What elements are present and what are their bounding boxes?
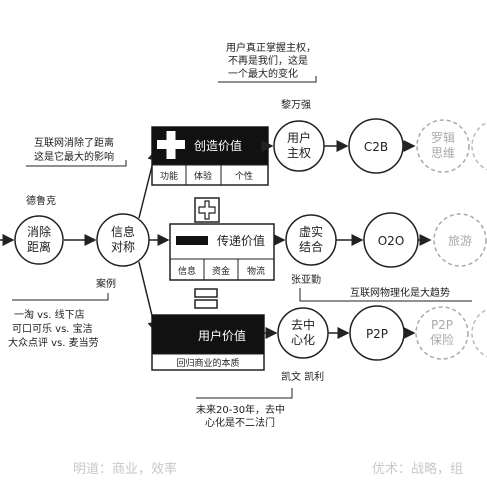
node-eliminate-label-1: 消除 [27,224,51,239]
create-cell-3: 个性 [235,170,253,182]
case-label: 案例 [96,277,116,290]
node-c2b[interactable]: C2B [348,118,404,174]
node-ins-label-1: P2P [431,318,453,332]
node-info-label-1: 信息 [111,224,135,239]
node-decentral-label-2: 心化 [291,333,315,347]
top-quote-line-3: 一个最大的变化 [228,67,298,80]
node-logic-thinking[interactable]: 罗辑 思维 [416,119,470,173]
top-quote-line-1: 用户真正掌握主权， [226,41,316,54]
node-info-symmetry[interactable]: 信息 对称 [96,213,150,267]
plus-icon [157,131,185,159]
left-quote-bracket [26,160,127,167]
case-line-1: 一淘 vs. 线下店 [14,308,85,321]
box-create-value[interactable]: 创造价值 功能 体验 个性 [151,126,269,186]
node-travel[interactable]: 旅游 [433,213,487,267]
node-c2b-label: C2B [364,140,388,154]
bottom-quote-line-2: 心化是不二法门 [205,416,275,429]
bottom-quote-bracket [196,388,293,399]
left-author: 德鲁克 [26,194,56,207]
node-o2o[interactable]: O2O [363,212,419,268]
node-travel-label: 旅游 [448,234,472,248]
top-quote-line-2: 不再是我们，这是 [228,54,308,67]
cases-bracket [12,293,109,301]
cases-annotation: 案例 一淘 vs. 线下店 可口可乐 vs. 宝洁 大众点评 vs. 麦当劳 [8,277,116,349]
bottom-quote-line-1: 未来20-30年，去中 [196,403,285,416]
case-line-3: 大众点评 vs. 麦当劳 [8,336,99,349]
transfer-title: 传递价值 [217,233,265,248]
node-p2p-insurance[interactable]: P2P 保险 [415,306,469,360]
create-cell-1: 功能 [160,170,178,182]
node-virtual-label-2: 结合 [299,239,323,254]
node-offscreen-1 [471,121,487,171]
plus-operator-icon [194,197,220,223]
top-quote-bracket [218,76,317,83]
box-user-value[interactable]: 用户价值 回归商业的本质 [151,314,265,371]
user-title: 用户价值 [198,328,246,343]
transfer-cell-2: 资金 [212,265,230,277]
node-logic-label-2: 思维 [431,146,455,160]
mid-annotation: 张亚勤 互联网物理化是大趋势 [291,273,472,302]
case-line-2: 可口可乐 vs. 宝洁 [12,322,93,335]
transfer-cell-3: 物流 [247,265,265,277]
node-sov-label-1: 用户 [287,130,311,145]
node-decentralization[interactable]: 去中 心化 [277,307,329,359]
create-title: 创造价值 [194,138,242,153]
node-eliminate-distance[interactable]: 消除 距离 [14,215,64,265]
left-quote: 互联网消除了距离 这是它最大的影响 德鲁克 [26,136,127,207]
node-logic-label-1: 罗辑 [431,131,455,145]
mid-quote-bracket [299,288,472,302]
user-subtitle: 回归商业的本质 [176,357,239,369]
node-o2o-label: O2O [378,234,405,248]
node-ins-label-2: 保险 [430,332,454,347]
box-transfer-value[interactable]: 传递价值 信息 资金 物流 [169,223,275,281]
node-eliminate-label-2: 距离 [27,239,51,254]
node-virtual-real[interactable]: 虚实 结合 [285,214,337,266]
footer-left: 明道：商业，效率 [73,461,177,477]
node-virtual-label-1: 虚实 [299,224,323,239]
top-author: 黎万强 [281,98,311,111]
footer-right: 优术：战略，组 [372,461,463,477]
minus-icon [176,236,208,245]
create-cell-2: 体验 [194,170,212,182]
node-decentral-label-1: 去中 [291,317,315,332]
left-quote-line-1: 互联网消除了距离 [34,136,114,149]
mid-quote: 互联网物理化是大趋势 [350,286,450,299]
top-quote: 用户真正掌握主权， 不再是我们，这是 一个最大的变化 黎万强 [218,41,317,111]
node-info-label-2: 对称 [111,240,135,254]
node-p2p[interactable]: P2P [349,305,405,361]
equals-operator-icon [194,288,218,309]
node-p2p-label: P2P [366,327,388,341]
transfer-cell-1: 信息 [178,265,196,277]
mid-author: 张亚勤 [291,273,321,286]
bottom-annotation: 凯文 凯利 未来20-30年，去中 心化是不二法门 [196,370,324,429]
node-sov-label-2: 主权 [287,146,311,160]
left-quote-line-2: 这是它最大的影响 [34,150,114,163]
node-offscreen-3 [471,308,487,358]
bottom-author: 凯文 凯利 [281,370,324,383]
node-user-sovereignty[interactable]: 用户 主权 [273,120,325,172]
